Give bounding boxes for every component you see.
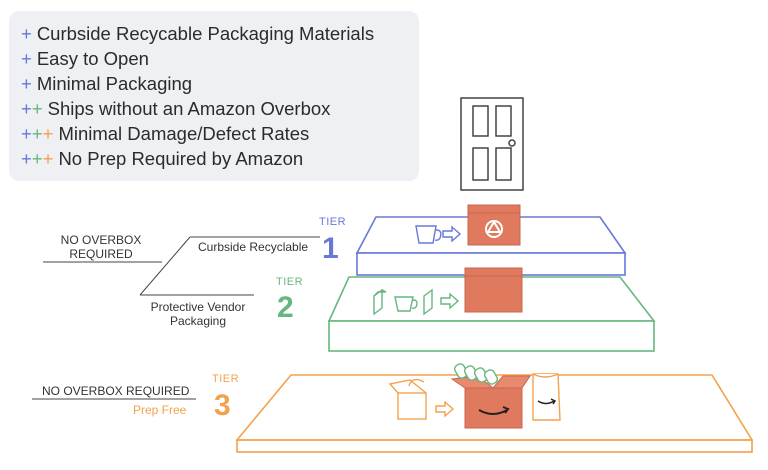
amazon-smile-icon — [478, 406, 510, 415]
legend-item: ++Ships without an Amazon Overbox — [21, 96, 419, 121]
cup-icon — [415, 225, 442, 244]
tier-2-word: TIER — [276, 276, 304, 288]
tier-1-number: 1 — [322, 232, 339, 265]
arrow-icon — [435, 400, 455, 418]
cup-icon — [394, 296, 418, 312]
plus-marks: +++ — [21, 148, 53, 169]
legend-text: Minimal Damage/Defect Rates — [58, 123, 310, 144]
plus-mark: + — [42, 148, 54, 169]
prep-free-label: Prep Free — [133, 403, 187, 417]
legend-item: +++Minimal Damage/Defect Rates — [21, 121, 419, 146]
plus-marks: +++ — [21, 123, 53, 144]
tier-3-word: TIER — [212, 373, 240, 385]
recycle-icon — [485, 220, 503, 238]
bubble-wrap-icon — [453, 363, 499, 385]
legend-text: Ships without an Amazon Overbox — [47, 98, 331, 119]
recycle-box — [467, 204, 521, 246]
no-overbox-label-tier3: NO OVERBOX REQUIRED — [42, 384, 190, 398]
legend-text: No Prep Required by Amazon — [58, 148, 304, 169]
arrow-icon — [440, 292, 460, 310]
label-line: Packaging — [169, 314, 227, 328]
label-line: Protective Vendor — [150, 300, 246, 314]
vendor-box — [464, 267, 523, 313]
amazon-box — [450, 375, 531, 429]
plus-mark: + — [31, 148, 43, 169]
plus-mark: + — [31, 98, 43, 119]
plus-mark: + — [21, 73, 32, 94]
connector-lines — [32, 236, 320, 400]
legend-item: +Minimal Packaging — [21, 71, 419, 96]
tier-3-number: 3 — [214, 389, 231, 422]
legend-item: +Easy to Open — [21, 46, 419, 71]
legend-item: +++No Prep Required by Amazon — [21, 146, 419, 171]
plus-marks: + — [21, 48, 32, 69]
label-line: REQUIRED — [69, 247, 133, 261]
legend-text: Minimal Packaging — [36, 73, 193, 94]
legend-text: Easy to Open — [36, 48, 149, 69]
plus-marks: + — [21, 73, 32, 94]
no-overbox-label-tier1: NO OVERBOX REQUIRED — [48, 233, 154, 261]
benefits-legend: +Curbside Recycable Packaging Materials … — [9, 11, 419, 181]
tier-1-word: TIER — [319, 216, 347, 228]
legend-item: +Curbside Recycable Packaging Materials — [21, 21, 419, 46]
label-line: NO OVERBOX — [60, 233, 142, 247]
tier-3-platform — [235, 374, 754, 453]
curbside-recyclable-label: Curbside Recyclable — [198, 240, 309, 254]
door-icon — [460, 97, 524, 191]
plus-mark: + — [21, 123, 32, 144]
plus-mark: + — [21, 98, 32, 119]
plus-marks: + — [21, 23, 32, 44]
tier-2-number: 2 — [277, 291, 294, 324]
protective-vendor-label: Protective Vendor Packaging — [140, 300, 256, 328]
plus-mark: + — [21, 148, 32, 169]
plus-marks: ++ — [21, 98, 43, 119]
plus-mark: + — [42, 123, 54, 144]
plus-mark: + — [21, 48, 32, 69]
plus-mark: + — [21, 23, 32, 44]
arrow-icon — [442, 225, 462, 243]
amazon-product-package — [532, 373, 561, 421]
legend-text: Curbside Recycable Packaging Materials — [36, 23, 375, 44]
amazon-smile-icon — [537, 398, 557, 405]
bubble-wrap-icon — [373, 288, 433, 316]
plus-mark: + — [31, 123, 43, 144]
vendor-box-icon — [388, 378, 427, 420]
